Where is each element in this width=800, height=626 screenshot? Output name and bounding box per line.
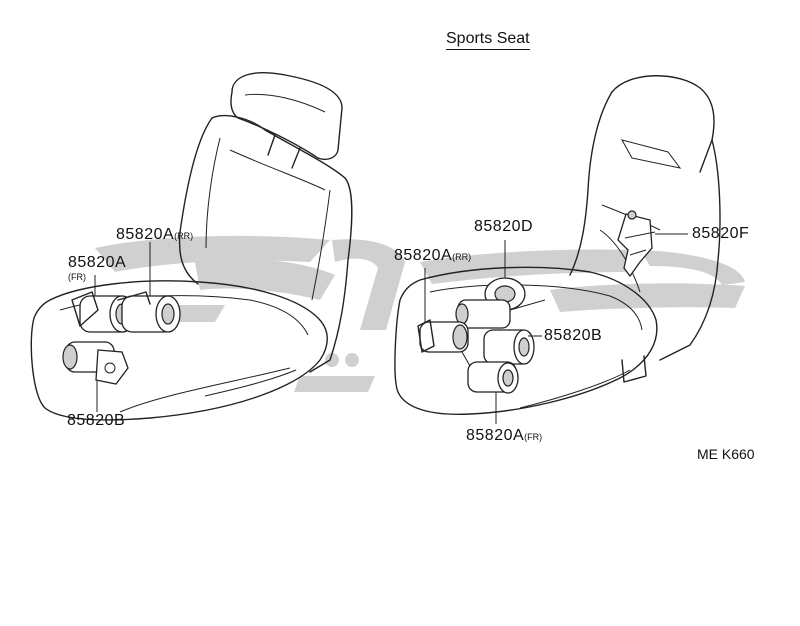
right-motor-d xyxy=(455,277,546,329)
watermark-stroke-4 xyxy=(332,239,405,330)
right-cushion-inner xyxy=(429,284,643,409)
left-backrest-inner xyxy=(205,137,331,301)
label-right-85820d: 85820D xyxy=(474,218,534,235)
label-right-85820a-fr: 85820A(FR) xyxy=(466,427,542,445)
left-motors xyxy=(62,291,181,385)
left-cushion-side xyxy=(204,369,297,397)
right-motor-rr xyxy=(417,319,469,353)
watermark-stroke-2 xyxy=(195,258,335,300)
left-motor-b xyxy=(62,341,129,385)
right-motor-fr xyxy=(461,351,519,394)
left-headrest-inner xyxy=(244,93,326,113)
label-left-85820a-rr: 85820A(RR) xyxy=(116,226,193,244)
left-headrest-posts xyxy=(267,134,301,169)
drawing-code: ME K660 xyxy=(697,446,755,462)
right-motors xyxy=(417,210,656,394)
left-seat xyxy=(30,72,353,421)
label-right-fr-sub: (FR) xyxy=(524,432,543,442)
right-cushion-front xyxy=(621,355,647,383)
diagram-title: Sports Seat xyxy=(446,30,530,50)
right-backrest-left xyxy=(569,91,613,276)
right-leaders xyxy=(424,233,688,424)
label-left-85820a-fr: 85820A xyxy=(68,254,126,272)
watermark-stroke-8 xyxy=(294,376,375,392)
watermark-stroke-1 xyxy=(95,235,330,272)
right-motor-f xyxy=(617,210,656,278)
left-headrest xyxy=(230,72,343,161)
label-left-fr-sub: (FR) xyxy=(68,272,86,282)
right-headrest-slot xyxy=(620,139,682,169)
watermark-dot-1 xyxy=(325,353,339,367)
watermark-stroke-6 xyxy=(550,283,745,312)
right-cushion-outer xyxy=(394,266,658,416)
label-right-fr-text: 85820A xyxy=(466,427,525,444)
label-right-rr-sub: (RR) xyxy=(452,252,472,262)
right-motor-b xyxy=(483,329,535,365)
right-backrest-top xyxy=(611,75,715,173)
label-right-85820f: 85820F xyxy=(692,225,750,242)
label-right-85820b: 85820B xyxy=(544,327,603,344)
label-left-85820b: 85820B xyxy=(67,412,126,429)
watermark-dot-2 xyxy=(345,353,359,367)
left-leaders xyxy=(94,242,151,412)
right-seat xyxy=(394,75,721,416)
label-left-rr-sub: (RR) xyxy=(174,231,194,241)
label-left-fr-text: 85820A xyxy=(68,254,127,271)
right-backrest-right xyxy=(659,139,721,361)
label-right-rr-text: 85820A xyxy=(394,247,453,264)
label-right-85820a-rr: 85820A(RR) xyxy=(394,247,471,265)
left-motor-rr xyxy=(117,291,181,333)
left-backrest-outer xyxy=(211,114,353,373)
left-cushion-outer xyxy=(30,280,328,421)
label-left-rr-text: 85820A xyxy=(116,226,175,243)
watermark-stroke-7 xyxy=(640,250,745,285)
left-backrest-left xyxy=(178,117,213,285)
